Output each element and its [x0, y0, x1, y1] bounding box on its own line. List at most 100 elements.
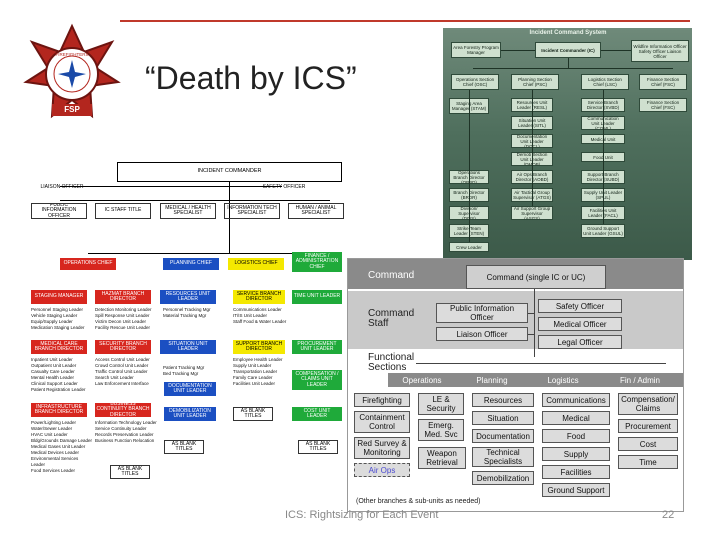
section-fin-admin: Fin / Admin — [610, 373, 670, 387]
pio-box: Public Information Officer — [436, 303, 528, 323]
time-unit-box: TIME UNIT LEADER — [292, 290, 342, 304]
label-functional-sections: Functional Sections — [368, 352, 415, 373]
procurement-unit-box: PROCUREMENT UNIT LEADER — [292, 340, 342, 354]
green-crew-leader: Crew Leader — [449, 242, 489, 252]
green-ic-box: Incident Commander (IC) — [535, 42, 601, 58]
staff-box-2: IC STAFF TITLE — [95, 203, 151, 219]
logo-bottom-text: FSP — [64, 105, 80, 114]
planning-chief-box: PLANNING CHIEF — [163, 258, 219, 270]
list-situation: Patient Tracking Mgr Bed Tracking Mgr — [163, 365, 205, 376]
business-blank-titles-box: AS BLANK TITLES — [110, 465, 150, 479]
logo-top-text: FIREFIGHTERS — [55, 52, 89, 57]
planning-resources: Resources — [472, 393, 534, 407]
operations-chief-box: OPERATIONS CHIEF — [60, 258, 116, 270]
green-finance-unit: Finance Section Chief (FSC) — [639, 98, 687, 112]
section-planning: Planning — [462, 373, 522, 387]
list-infrastructure: Power/Lighting Leader Water/Sewer Leader… — [31, 420, 93, 473]
planning-technical: Technical Specialists — [472, 447, 534, 467]
logistics-ground-support: Ground Support — [542, 483, 610, 497]
list-hazmat: Detection Monitoring Leader Spill Respon… — [95, 307, 152, 330]
medical-care-branch-box: MEDICAL CARE BRANCH DIRECTOR — [31, 340, 87, 354]
staff-box-5: HUMAN / ANIMAL SPECIALIST — [288, 203, 344, 219]
ops-air-ops: Air Ops — [354, 463, 410, 477]
hazmat-branch-box: HAZMAT BRANCH DIRECTOR — [95, 290, 151, 304]
planning-situation: Situation — [472, 411, 534, 425]
planning-documentation: Documentation — [472, 429, 534, 443]
planning-weapon: Weapon Retrieval — [418, 447, 466, 469]
ops-firefighting: Firefighting — [354, 393, 410, 407]
support-branch-box: SUPPORT BRANCH DIRECTOR — [233, 340, 285, 354]
situation-unit-box: SITUATION UNIT LEADER — [160, 340, 216, 354]
logistics-facilities: Facilities — [542, 465, 610, 479]
logistics-supply: Supply — [542, 447, 610, 461]
staging-manager-box: STAGING MANAGER — [31, 290, 87, 304]
list-service: Communications Leader IT/IS Unit Leader … — [233, 307, 287, 324]
list-support: Employee Health Leader Supply Unit Leade… — [233, 357, 283, 386]
green-chart-title: Incident Command System — [529, 30, 607, 36]
maltese-cross-icon — [23, 23, 121, 119]
safety-officer-box: SAFETY OFFICER — [262, 184, 306, 191]
slide-title: “Death by ICS” — [145, 60, 357, 96]
green-logistics-chief: Logistics Section Chief (LSC) — [581, 74, 629, 90]
service-branch-box: SERVICE BRANCH DIRECTOR — [233, 290, 285, 304]
section-logistics: Logistics — [536, 373, 590, 387]
logistics-food: Food — [542, 429, 610, 443]
title-rule — [120, 20, 690, 22]
finance-procurement: Procurement — [618, 419, 678, 433]
ops-emerg-med: Emerg. Med. Svc — [418, 419, 464, 441]
label-command: Command — [368, 270, 415, 281]
slide-footer: ICS: Rightsizing for Each Event — [285, 509, 439, 521]
medical-officer-box: Medical Officer — [538, 317, 622, 331]
planning-blank-titles-box: AS BLANK TITLES — [164, 440, 204, 454]
ops-red-survey: Red Survey & Monitoring — [354, 437, 410, 459]
finance-compensation: Compensation/ Claims — [618, 393, 678, 415]
green-air-support: Air Support Group Supervisor (ASGS) — [511, 206, 553, 220]
staff-box-1: PUBLIC INFORMATION OFFICER — [31, 203, 87, 219]
list-security: Access Control Unit Leader Crowd Control… — [95, 357, 150, 386]
area-command-box: Area Forestry Program Manager — [451, 42, 501, 58]
label-command-staff: Command Staff — [368, 308, 415, 329]
staff-box-3: MEDICAL / HEALTH SPECIALIST — [160, 203, 216, 219]
list-resources: Personnel Tracking Mgr Material Tracking… — [163, 307, 211, 318]
liaison-officer-box: LIAISON OFFICER — [40, 184, 84, 191]
legal-officer-box: Legal Officer — [538, 335, 622, 349]
finance-time: Time — [618, 455, 678, 469]
logistics-blank-titles-box: AS BLANK TITLES — [233, 407, 273, 421]
finance-blank-titles-box: AS BLANK TITLES — [298, 440, 338, 454]
green-ground-support: Ground Support Unit Leader (GSUL) — [581, 224, 625, 238]
page-number: 22 — [662, 509, 675, 521]
green-finance-chief: Finance Section Chief (FSC) — [639, 74, 687, 90]
cost-unit-box: COST UNIT LEADER — [292, 407, 342, 421]
green-ops-chief: Operations Section Chief (OSC) — [451, 74, 499, 90]
list-medical-care: Inpatient Unit Leader Outpatient Unit Le… — [31, 357, 86, 392]
planning-demob: Demobilization — [472, 471, 534, 485]
compensation-unit-box: COMPENSATION / CLAIMS UNIT LEADER — [292, 370, 342, 390]
logistics-communications: Communications — [542, 393, 610, 407]
finance-cost: Cost — [618, 437, 678, 451]
business-continuity-branch-box: BUSINESS CONTINUITY BRANCH DIRECTOR — [95, 403, 151, 417]
infrastructure-branch-box: INFRASTRUCTURE BRANCH DIRECTOR — [31, 403, 87, 417]
security-branch-box: SECURITY BRANCH DIRECTOR — [95, 340, 151, 354]
green-planning-chief: Planning Section Chief (PSC) — [511, 74, 559, 90]
logistics-medical: Medical — [542, 411, 610, 425]
wildfire-ics-chart: Incident Command System Area Forestry Pr… — [443, 28, 692, 260]
demobilization-unit-box: DEMOBILIZATION UNIT LEADER — [164, 407, 216, 421]
ops-le-security: LE & Security — [418, 393, 464, 415]
incident-commander-box: INCIDENT COMMANDER — [117, 162, 342, 182]
resources-unit-box: RESOURCES UNIT LEADER — [160, 290, 216, 304]
documentation-unit-box: DOCUMENTATION UNIT LEADER — [164, 382, 216, 396]
generic-ics-chart: Command Command (single IC or UC) Comman… — [347, 258, 684, 512]
ops-containment: Containment Control — [354, 411, 410, 433]
command-box: Command (single IC or UC) — [466, 265, 606, 289]
other-branches-note: (Other branches & sub-units as needed) — [356, 498, 481, 505]
section-operations: Operations — [392, 373, 452, 387]
list-ops-staging: Personnel Staging Leader Vehicle Staging… — [31, 307, 85, 330]
list-business-continuity: Information Technology Leader Service Co… — [95, 420, 157, 443]
fire-department-logo: FIREFIGHTERS FSP — [22, 22, 122, 122]
finance-chief-box: FINANCE / ADMINISTRATION CHIEF — [292, 252, 342, 272]
green-officers-box: Wildfire Information Officer Safety Offi… — [631, 40, 689, 62]
liaison-box: Liaison Officer — [436, 327, 528, 341]
staff-box-4: INFORMATION TECH SPECIALIST — [224, 203, 280, 219]
logistics-chief-box: LOGISTICS CHIEF — [228, 258, 284, 270]
safety-box: Safety Officer — [538, 299, 622, 313]
